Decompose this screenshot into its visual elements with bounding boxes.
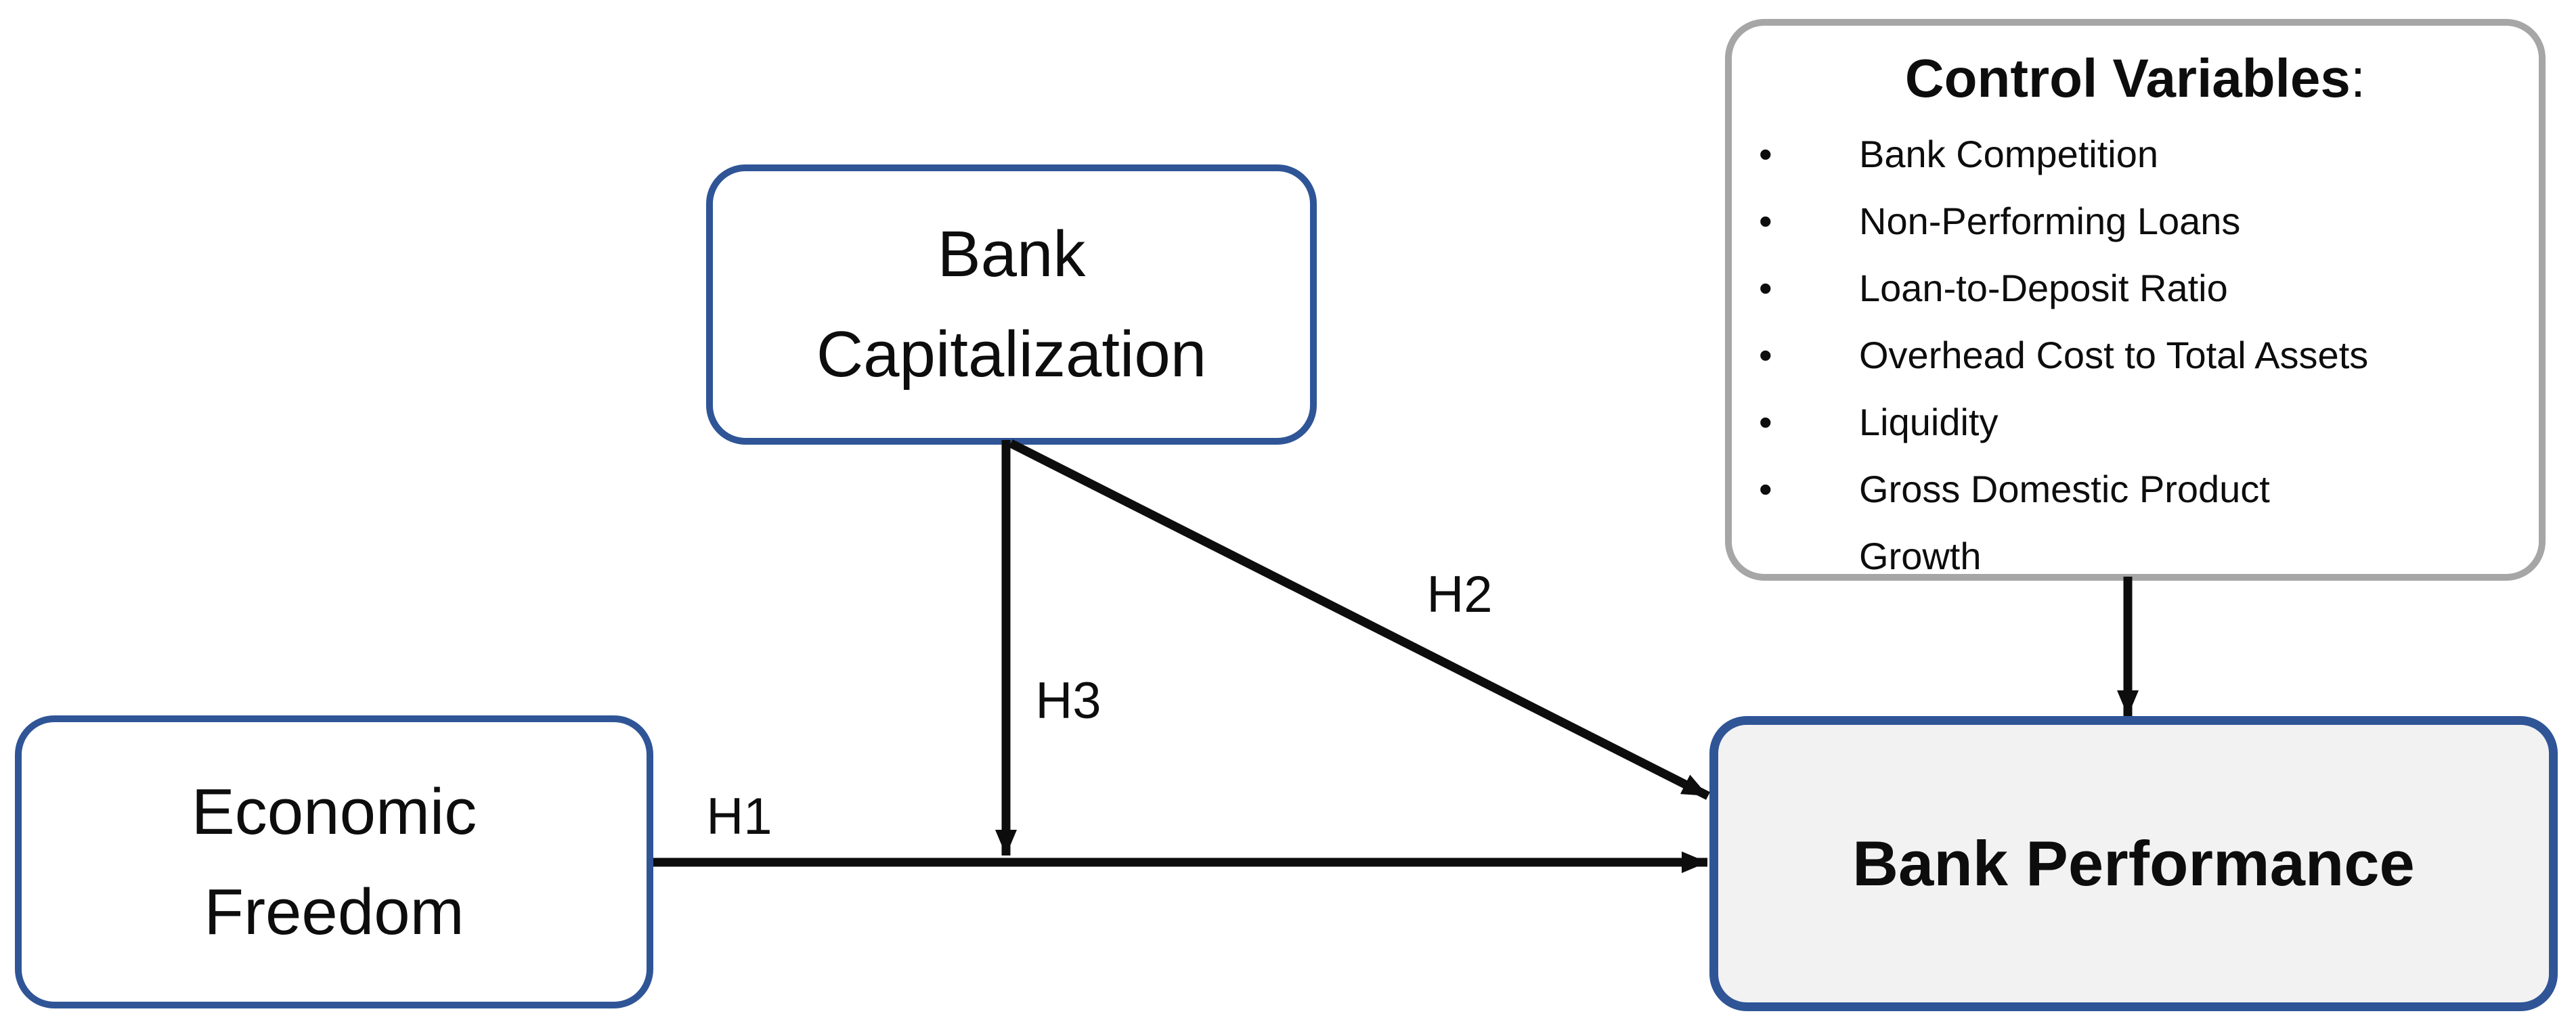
list-item: • Non-Performing Loans bbox=[1732, 187, 2539, 254]
economic-freedom-label-line2: Freedom bbox=[204, 875, 464, 948]
h3-label: H3 bbox=[1035, 671, 1101, 730]
list-item-label: Gross Domestic Product Growth bbox=[1859, 468, 2270, 577]
list-item: • Loan-to-Deposit Ratio bbox=[1732, 254, 2539, 321]
control-variables-title-colon: : bbox=[2350, 48, 2366, 108]
bank-performance-box: Bank Performance bbox=[1709, 716, 2558, 1011]
control-variables-title-text: Control Variables bbox=[1904, 48, 2351, 108]
bank-capitalization-box: Bank Capitalization bbox=[706, 164, 1317, 445]
bullet-icon: • bbox=[1759, 468, 1772, 510]
control-variables-box: Control Variables: • Bank Competition • … bbox=[1725, 19, 2546, 581]
bank-capitalization-label-line1: Bank bbox=[937, 218, 1086, 290]
list-item: • Gross Domestic Product Growth bbox=[1732, 456, 2539, 590]
h2-label: H2 bbox=[1426, 565, 1493, 623]
list-item: • Overhead Cost to Total Assets bbox=[1732, 321, 2539, 388]
list-item-label: Liquidity bbox=[1859, 401, 1999, 443]
control-variables-title: Control Variables: bbox=[1732, 43, 2539, 114]
control-variables-list: • Bank Competition • Non-Performing Loan… bbox=[1732, 120, 2539, 590]
economic-freedom-label-line1: Economic bbox=[191, 775, 477, 848]
bank-capitalization-label-line2: Capitalization bbox=[816, 318, 1207, 391]
list-item-label: Non-Performing Loans bbox=[1859, 200, 2241, 242]
list-item-label: Bank Competition bbox=[1859, 133, 2159, 175]
bullet-icon: • bbox=[1759, 401, 1772, 443]
bullet-icon: • bbox=[1759, 334, 1772, 376]
list-item: • Liquidity bbox=[1732, 388, 2539, 456]
list-item: • Bank Competition bbox=[1732, 120, 2539, 187]
list-item-label: Overhead Cost to Total Assets bbox=[1859, 334, 2369, 376]
bullet-icon: • bbox=[1759, 200, 1772, 242]
list-item-label: Loan-to-Deposit Ratio bbox=[1859, 267, 2228, 309]
bullet-icon: • bbox=[1759, 133, 1772, 175]
h1-label: H1 bbox=[706, 787, 772, 845]
bank-performance-label: Bank Performance bbox=[1852, 828, 2415, 899]
h2-arrow bbox=[1009, 439, 1710, 800]
bullet-icon: • bbox=[1759, 267, 1772, 309]
economic-freedom-box: Economic Freedom bbox=[15, 715, 653, 1008]
